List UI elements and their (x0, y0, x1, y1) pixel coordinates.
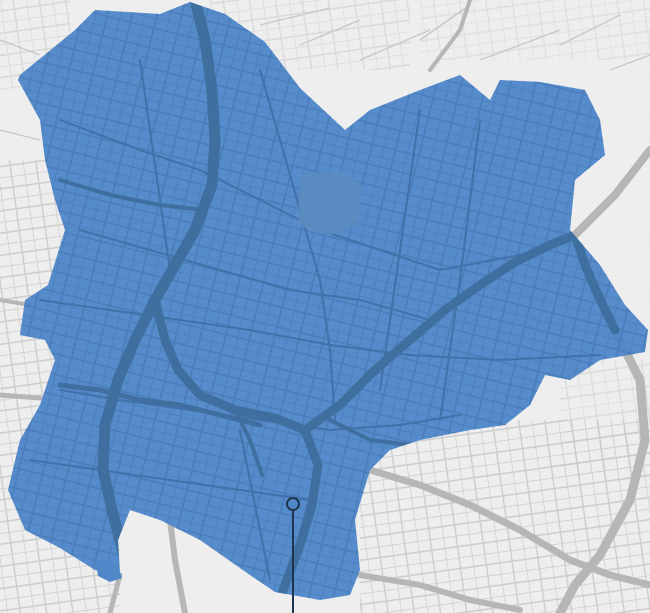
district-exclave (96, 560, 122, 582)
location-pin-icon[interactable] (286, 497, 300, 613)
